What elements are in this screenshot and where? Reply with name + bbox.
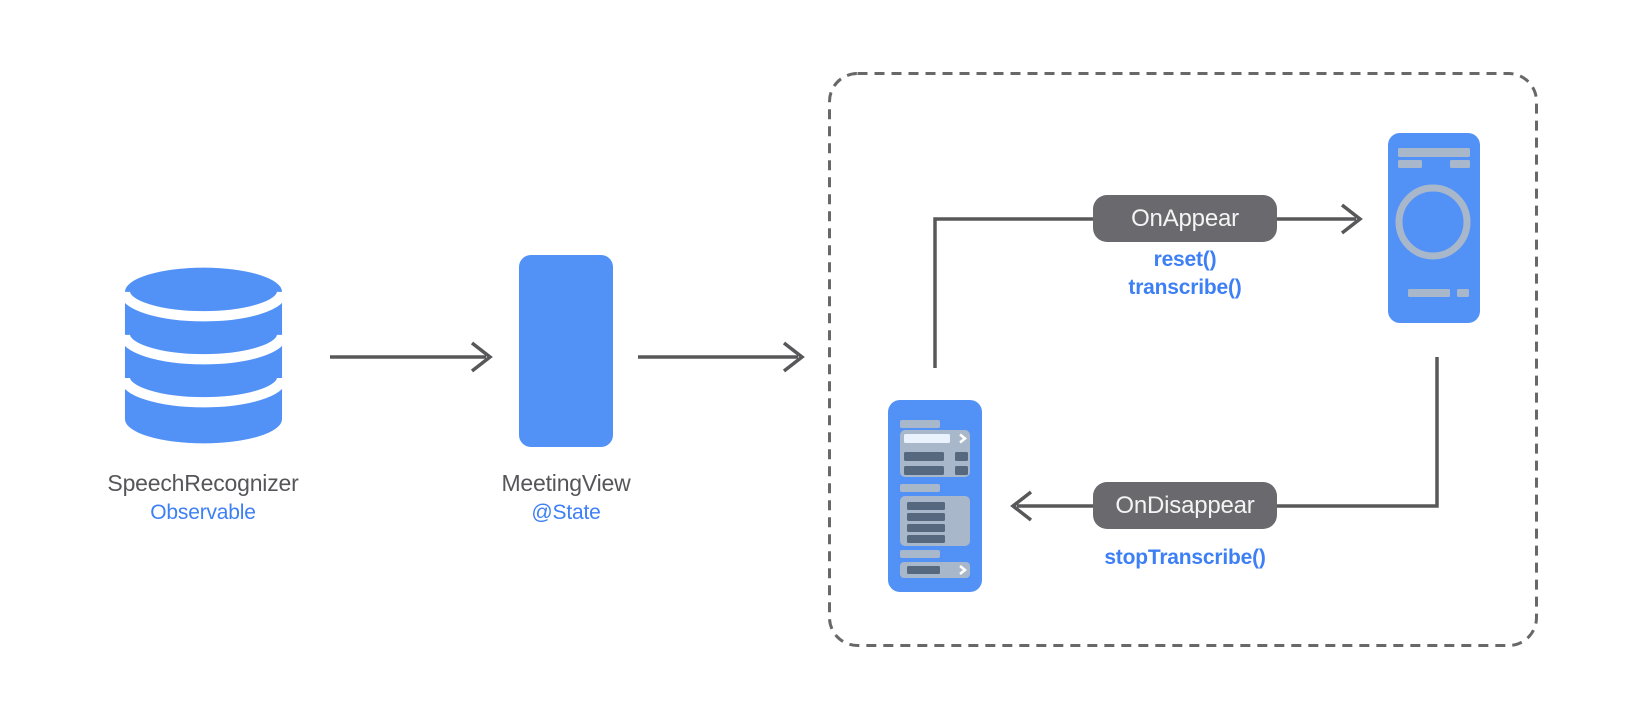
flow-arrow-1 (330, 341, 493, 373)
speech-recognizer-title: SpeechRecognizer (107, 470, 299, 496)
on-disappear-label: OnDisappear (1093, 482, 1277, 529)
on-appear-call-1: reset() (1153, 248, 1217, 271)
record-button-ring (1395, 184, 1471, 260)
lifecycle-dashed-border (828, 72, 1538, 647)
meeting-view-subtitle: @State (531, 501, 601, 524)
on-appear-call-2: transcribe() (1128, 276, 1242, 299)
on-disappear-calls: stopTranscribe() (1035, 544, 1335, 572)
scrum-list-screen-icon (888, 400, 982, 592)
meeting-view-title: MeetingView (501, 470, 631, 496)
meeting-view-shape (519, 255, 613, 447)
on-appear-label: OnAppear (1093, 195, 1277, 242)
on-appear-calls: reset() transcribe() (1035, 246, 1335, 302)
voice-recorder-screen-icon (1388, 133, 1480, 323)
on-disappear-call-1: stopTranscribe() (1104, 546, 1266, 569)
speech-recognizer-subtitle: Observable (150, 501, 256, 524)
database-icon (119, 267, 288, 444)
on-disappear-label-text: OnDisappear (1115, 491, 1255, 519)
flow-arrow-2 (638, 341, 805, 373)
on-appear-label-text: OnAppear (1131, 204, 1239, 232)
